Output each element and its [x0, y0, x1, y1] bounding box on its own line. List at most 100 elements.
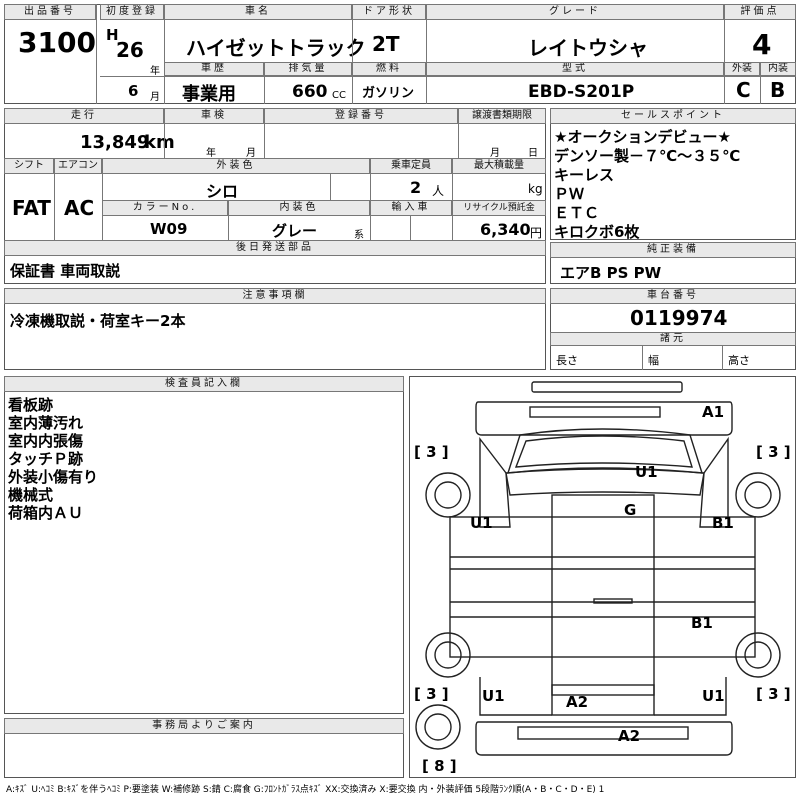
tire-score: [ 3 ] — [756, 685, 791, 703]
shift-label: シフト — [4, 158, 54, 174]
header-block — [4, 4, 796, 104]
first-reg-label: 初度登録 — [100, 4, 164, 20]
displacement-label: 排気量 — [264, 62, 352, 76]
length-label: 長さ — [556, 354, 578, 367]
damage-mark: A2 — [618, 727, 641, 745]
history-label: 車歴 — [164, 62, 264, 76]
inspector-list: 看板跡 室内薄汚れ 室内内張傷 タッチＰ跡 外装小傷有り 機械式 荷箱内ＡＵ — [8, 396, 98, 522]
lot-label: 出品番号 — [4, 4, 96, 20]
door-label: ドア形状 — [352, 4, 426, 20]
shift: FAT — [12, 196, 51, 220]
transfer-day-unit: 日 — [528, 148, 538, 159]
reg-no-label: 登録番号 — [264, 108, 458, 124]
displacement: 660 — [292, 82, 328, 102]
notes-label: 注意事項欄 — [4, 288, 546, 304]
tire-score: [ 8 ] — [422, 757, 457, 775]
vehicle-diagram: A1 U1 G U1 B1 B1 U1 U1 A2 A2 [ 3 ] [ 3 ]… — [409, 376, 796, 778]
capacity-label: 乗車定員 — [370, 158, 452, 174]
inspector-label: 検査員記入欄 — [4, 376, 404, 392]
inspector-item: 機械式 — [8, 486, 54, 504]
reg-year: 26 — [116, 38, 144, 62]
car-name: ハイゼットトラック — [186, 36, 366, 60]
damage-mark: A1 — [702, 403, 725, 421]
car-name-label: 車名 — [164, 4, 352, 20]
notes: 冷凍機取説・荷室キー2本 — [10, 312, 186, 330]
fuel: ガソリン — [362, 86, 415, 101]
legend: A:ｷｽﾞ U:ﾍｺﾐ B:ｷｽﾞを伴うﾍｺﾐ P:要塗装 W:補修跡 S:錆 … — [6, 785, 605, 795]
load-label: 最大積載量 — [452, 158, 546, 174]
inspection-year-unit: 年 — [206, 148, 216, 159]
ac: AC — [64, 196, 95, 220]
month-unit: 月 — [150, 92, 160, 103]
later-docs-label: 後日発送部品 — [4, 240, 546, 256]
inspector-item: タッチＰ跡 — [8, 450, 84, 468]
fuel-label: 燃料 — [352, 62, 426, 76]
door-type: 2T — [372, 32, 400, 56]
damage-mark: U1 — [702, 687, 725, 705]
damage-mark: U1 — [635, 463, 658, 481]
year-unit: 年 — [150, 66, 160, 77]
chassis-number: 0119974 — [630, 306, 728, 330]
sales-point: キーレス — [554, 166, 615, 184]
recycle-fee: 6,340 — [480, 220, 531, 239]
capacity: 2 — [410, 178, 422, 197]
inspection-label: 車検 — [164, 108, 264, 124]
equipment: エアB PS PW — [560, 264, 662, 282]
dims-label: 諸元 — [550, 332, 796, 346]
chassis-label: 車台番号 — [550, 288, 796, 304]
sales-point: キロクボ6枚 — [554, 223, 640, 241]
lot-number: 3100 — [18, 26, 96, 59]
interior-color-unit: 系 — [354, 230, 364, 241]
displacement-unit: CC — [332, 90, 346, 101]
width-label: 幅 — [648, 354, 659, 367]
reg-month: 6 — [128, 82, 139, 100]
height-label: 高さ — [728, 354, 750, 367]
color: シロ — [206, 182, 239, 201]
color-label: 外装色 — [102, 158, 370, 174]
interior-color: グレー — [272, 222, 318, 240]
inspector-item: 外装小傷有り — [8, 468, 99, 486]
vehicle-outline — [415, 381, 781, 756]
damage-mark: B1 — [712, 514, 734, 532]
sales-points-label: セールスポイント — [550, 108, 796, 124]
mileage-label: 走行 — [4, 108, 164, 124]
score-label: 評価点 — [724, 4, 796, 20]
sales-point: ＥＴＣ — [554, 204, 600, 222]
grade: レイトウシャ — [528, 36, 648, 60]
int-grade: B — [770, 78, 786, 102]
sales-point: ＰＷ — [554, 185, 585, 203]
later-docs: 保証書 車両取説 — [10, 262, 121, 280]
office-label: 事務局よりご案内 — [4, 718, 404, 734]
damage-mark: U1 — [470, 514, 493, 532]
mileage-unit: km — [144, 132, 175, 153]
load-unit: kg — [528, 182, 543, 196]
transfer-month-unit: 月 — [490, 148, 500, 159]
sales-point: デンソー製－７℃～３５℃ — [554, 147, 741, 165]
import-label: 輸入車 — [370, 200, 452, 216]
inspector-block — [4, 376, 404, 714]
history: 事業用 — [182, 84, 236, 105]
grade-label: グレード — [426, 4, 724, 20]
damage-mark: B1 — [691, 614, 713, 632]
sales-points-list: ★オークションデビュー★ デンソー製－７℃～３５℃ キーレス ＰＷ ＥＴＣ キロ… — [554, 128, 740, 242]
sales-point: ★オークションデビュー★ — [554, 128, 731, 146]
ext-label: 外装 — [724, 62, 760, 76]
ac-label: エアコン — [54, 158, 102, 174]
inspector-item: 荷箱内ＡＵ — [8, 504, 84, 522]
inspector-item: 室内薄汚れ — [8, 414, 84, 432]
damage-mark: A2 — [566, 693, 589, 711]
equipment-label: 純正装備 — [550, 242, 796, 258]
tire-score: [ 3 ] — [414, 443, 449, 461]
damage-mark: U1 — [482, 687, 505, 705]
damage-mark: G — [624, 501, 637, 519]
tire-score: [ 3 ] — [414, 685, 449, 703]
era: H — [106, 26, 119, 44]
interior-color-label: 内装色 — [228, 200, 370, 216]
color-no-label: カラーNo. — [102, 200, 228, 216]
mileage: 13,849 — [80, 132, 150, 153]
inspector-item: 看板跡 — [8, 396, 54, 414]
score: 4 — [752, 28, 772, 61]
model-label: 型式 — [426, 62, 724, 76]
recycle-label: リサイクル預託金 — [452, 200, 546, 216]
recycle-unit: 円 — [530, 226, 543, 240]
